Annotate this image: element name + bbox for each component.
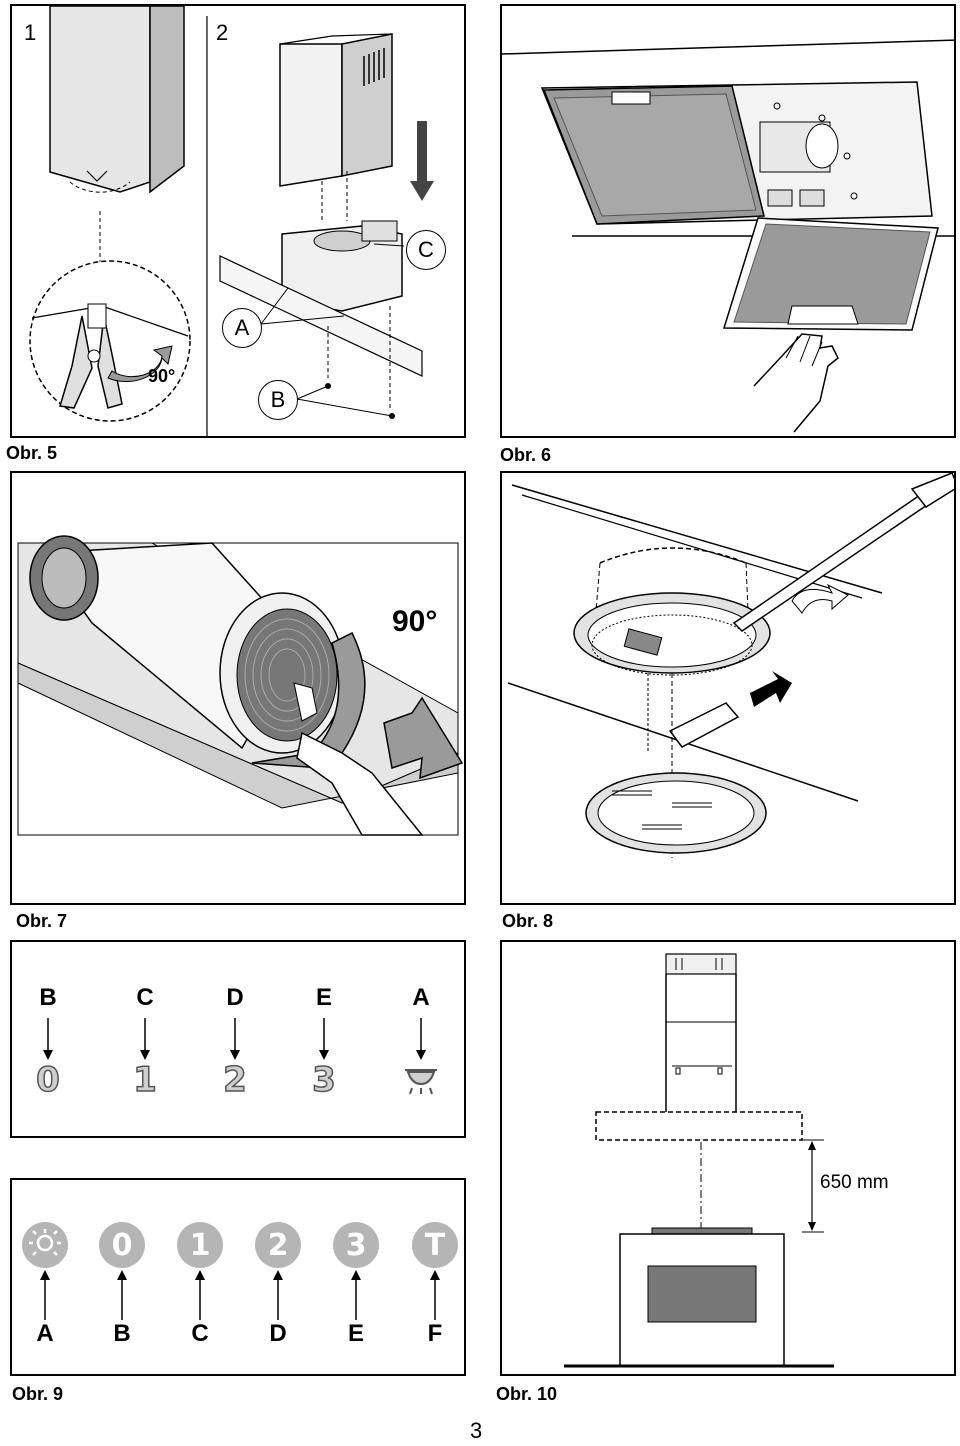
angle-label: 90° — [148, 366, 176, 386]
figure-5-caption: Obr. 5 — [6, 443, 58, 463]
figure-10-drawing — [564, 953, 834, 1368]
distance-label: 650 mm — [820, 1172, 889, 1193]
figure-9-bottom-arrows — [40, 1270, 440, 1320]
bottom-key-letter-3: C — [191, 1320, 209, 1347]
rotation-angle-label: 90° — [390, 605, 440, 639]
figure-8-caption: Obr. 8 — [502, 911, 554, 931]
bottom-key-letter-2: B — [113, 1320, 131, 1347]
bottom-key-letter-6: F — [427, 1320, 443, 1347]
figure-7-drawing — [17, 535, 464, 836]
figure-8-panel — [500, 471, 956, 905]
bottom-key-letter-5: E — [347, 1320, 364, 1347]
step-1-number: 1 — [24, 20, 37, 45]
figure-6-drawing — [502, 39, 954, 433]
figure-9-top-arrows — [43, 1018, 437, 1095]
figure-9-bottom-panel: 0 1 2 3 T A B C D E F — [10, 1178, 466, 1376]
label-c: C — [406, 230, 446, 270]
figure-9-caption: Obr. 9 — [12, 1384, 64, 1404]
label-a: A — [222, 308, 262, 348]
fan-speed-1-button: 1 — [177, 1222, 223, 1268]
figure-6-panel — [500, 4, 956, 438]
top-key-symbol-3: 3 — [311, 1059, 336, 1101]
top-key-symbol-2: 2 — [222, 1059, 247, 1101]
lamp-icon — [405, 1069, 437, 1095]
top-key-symbol-1: 1 — [132, 1059, 157, 1101]
top-key-letter-5: A — [412, 984, 430, 1011]
figure-7-panel: 90° — [10, 471, 466, 905]
figure-6-caption: Obr. 6 — [500, 445, 552, 465]
light-button — [22, 1222, 68, 1268]
step-2-number: 2 — [216, 20, 229, 45]
top-key-letter-4: E — [315, 984, 332, 1011]
figure-10-caption: Obr. 10 — [496, 1384, 558, 1404]
light-icon — [29, 1229, 61, 1256]
top-key-letter-1: B — [39, 984, 57, 1011]
figure-5-drawing — [29, 6, 434, 436]
top-key-symbol-0: 0 — [35, 1059, 60, 1101]
figure-8-drawing — [507, 473, 954, 858]
label-b: B — [258, 380, 298, 420]
timer-button: T — [412, 1222, 458, 1268]
figure-7-caption: Obr. 7 — [16, 911, 68, 931]
fan-speed-3-button: 3 — [333, 1222, 379, 1268]
top-key-letter-2: C — [136, 984, 154, 1011]
page-number: 3 — [470, 1418, 483, 1443]
bottom-key-letter-1: A — [36, 1320, 54, 1347]
figure-10-panel: 650 mm — [500, 940, 956, 1376]
bottom-key-letter-4: D — [269, 1320, 287, 1347]
top-key-letter-3: D — [226, 984, 244, 1011]
figure-9-top-panel: B C D E A 0 1 2 3 — [10, 940, 466, 1138]
fan-speed-2-button: 2 — [255, 1222, 301, 1268]
fan-off-button: 0 — [99, 1222, 145, 1268]
figure-5-panel: 1 2 90° A B C — [10, 4, 466, 438]
